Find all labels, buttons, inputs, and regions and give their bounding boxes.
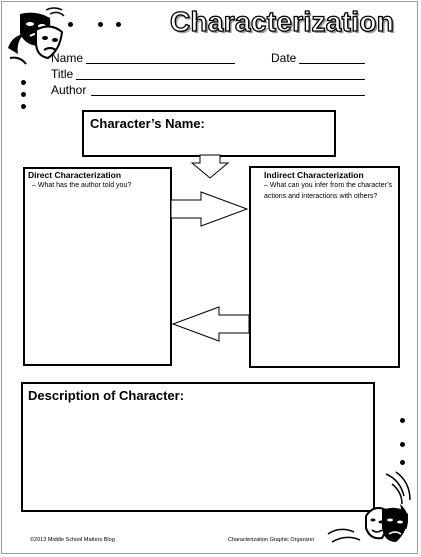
decorative-dot [400,460,405,465]
name-field[interactable] [86,63,235,64]
direct-characterization-prompt: – What has the author told you? [32,182,132,189]
right-arrow-icon [170,191,249,227]
footer-copyright: ©2013 Middle School Matters Blog [30,537,115,543]
down-arrow-icon [190,154,230,179]
decorative-dot [21,80,26,85]
author-field[interactable] [91,95,365,96]
character-name-box[interactable] [82,110,336,157]
theater-masks-top-icon [8,7,65,65]
name-label: Name [51,51,84,65]
direct-characterization-box[interactable] [23,167,172,366]
date-field[interactable] [299,63,365,64]
character-name-label: Character’s Name: [90,116,205,131]
indirect-characterization-box[interactable] [249,166,400,368]
description-of-character-box[interactable] [21,382,375,512]
page-title: Characterization [169,5,395,37]
indirect-characterization-heading: Indirect Characterization [264,170,364,180]
decorative-dot [68,22,73,27]
decorative-dot [116,22,121,27]
title-label: Title [51,67,74,81]
indirect-characterization-prompt: – What can you infer from the character’… [264,182,393,200]
description-of-character-label: Description of Character: [28,388,185,403]
theater-masks-bottom-icon [327,471,411,543]
title-field[interactable] [76,79,365,80]
decorative-dot [400,418,405,423]
left-arrow-icon [171,306,250,342]
decorative-dot [21,104,26,109]
decorative-dot [98,22,103,27]
direct-characterization-heading: Direct Characterization [28,170,122,180]
footer-document-name: Characterization Graphic Organizer [228,537,315,543]
decorative-dot [21,92,26,97]
date-label: Date [271,51,297,65]
author-label: Author [51,83,87,97]
decorative-dot [400,442,405,447]
